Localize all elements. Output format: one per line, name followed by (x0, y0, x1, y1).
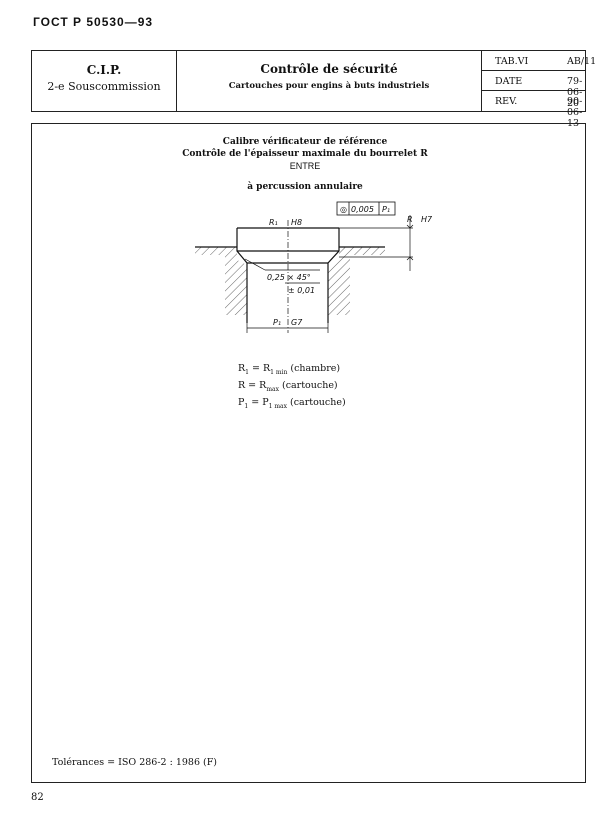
legend-note: (cartouche) (278, 380, 338, 391)
legend-rhs: R (259, 380, 267, 391)
page-number: 82 (31, 792, 44, 803)
legend-lhs: R (238, 363, 246, 374)
hatched-section-left (195, 247, 247, 315)
organization-name: C.I.P. (86, 63, 122, 77)
label-r: R (407, 215, 413, 224)
label-p1: P₁ (273, 318, 281, 327)
legend-lhs: R (238, 380, 246, 391)
content-frame (31, 123, 586, 783)
tolerances-note: Tolérances = ISO 286-2 : 1986 (F) (52, 757, 218, 768)
label-h7: H7 (421, 215, 433, 224)
legend-eq: = (248, 363, 263, 374)
legend-row-1: R1 = R1 min (chambre) (238, 363, 340, 376)
label-r1: R₁ (269, 218, 278, 227)
document-title: Contrôle de sécurité (260, 62, 398, 76)
organization-cell: C.I.P. 2-e Souscommission (32, 51, 177, 111)
legend-eq: = (248, 397, 263, 408)
legend-rhs-sub: 1 max (268, 402, 288, 410)
subcommission-name: 2-e Souscommission (47, 80, 161, 93)
label-g7: G7 (291, 318, 303, 327)
label-h8: H8 (291, 218, 302, 227)
caption-line-4: à percussion annulaire (247, 182, 363, 192)
tolerance-frame (336, 201, 396, 216)
legend-row-3: P1 = P1 max (cartouche) (238, 397, 346, 410)
legend-note: (chambre) (287, 363, 341, 374)
legend-rhs: R (262, 363, 271, 374)
legend-rhs-sub: max (266, 385, 279, 393)
legend-rhs: P (262, 397, 269, 408)
hatched-section-right (328, 247, 385, 315)
legend-note: (cartouche) (287, 397, 346, 408)
meta-row-tab: TAB.VI AB/11 (482, 51, 596, 71)
legend-row-2: R = Rmax (cartouche) (238, 380, 338, 393)
legend-eq: = (245, 380, 260, 391)
meta-key: TAB.VI (495, 56, 529, 67)
chamfer-label: 0,25 × 45° (267, 273, 311, 282)
meta-row-rev: REV. 90-06-13 (482, 91, 585, 129)
standard-title: ГОСТ Р 50530—93 (33, 15, 154, 29)
legend-lhs-sub: 1 (245, 368, 249, 376)
caption-line-2: Contrôle de l'épaisseur maximale du bour… (182, 149, 428, 159)
legend-lhs: P (238, 397, 245, 408)
legend-lhs-sub: 1 (244, 402, 249, 410)
metadata-cell: TAB.VI AB/11 DATE 79-06-20 REV. 90-06-13 (482, 51, 596, 129)
meta-key: REV. (495, 96, 518, 107)
meta-row-date: DATE 79-06-20 (482, 71, 585, 109)
title-cell: Contrôle de sécurité Cartouches pour eng… (177, 51, 482, 111)
dimension-lines (237, 215, 414, 333)
tolerance-datum: P₁ (382, 205, 390, 214)
meta-key: DATE (495, 76, 523, 87)
meta-value: 79-06-20 (567, 76, 583, 109)
legend-rhs-sub: 1 min (270, 368, 288, 376)
meta-value: AB/11 (567, 56, 597, 67)
document-subtitle: Cartouches pour engins à buts industriel… (228, 81, 430, 91)
tolerance-symbol-icon: ◎ (340, 205, 347, 214)
tolerance-value: 0,005 (351, 205, 374, 214)
caption-line-3: ENTRE (289, 161, 321, 171)
title-block: C.I.P. 2-e Souscommission Contrôle de sé… (31, 50, 596, 129)
chamfer-tolerance: ± 0,01 (288, 286, 315, 295)
technical-drawing: R₁ H8 ◎ 0,005 P₁ R H7 0,25 × 45° ± 0,01 … (195, 201, 433, 333)
caption-line-1: Calibre vérificateur de référence (222, 137, 388, 147)
